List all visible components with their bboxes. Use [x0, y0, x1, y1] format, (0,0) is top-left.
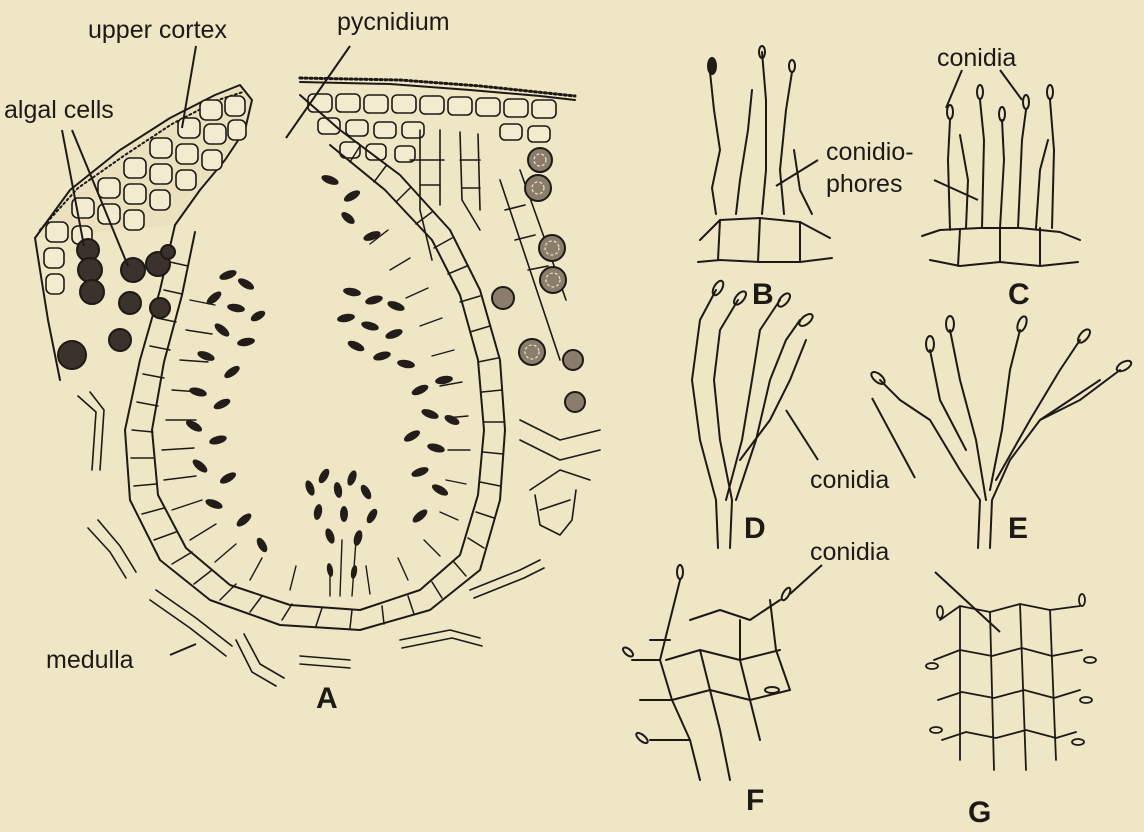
leader-conidiophores-2 — [934, 180, 978, 200]
label-upper-cortex: upper cortex — [88, 16, 227, 44]
conidia-a — [184, 173, 461, 579]
medulla-hyphae — [78, 392, 544, 686]
panel-c-drawing — [922, 85, 1080, 266]
thallus-hyphae-right — [410, 130, 600, 535]
panel-letter-b: B — [752, 278, 774, 311]
conidium-b1 — [708, 58, 716, 74]
leader-conidia-c-2 — [1000, 70, 1022, 100]
algal-cells-dark — [58, 239, 175, 369]
algal-cells-light — [492, 148, 585, 412]
panel-letter-f: F — [746, 784, 764, 817]
leader-medulla — [170, 644, 196, 655]
panel-a-drawing — [35, 78, 600, 686]
panel-letter-g: G — [968, 796, 991, 829]
label-conidiophores-1: conidio- — [826, 138, 914, 166]
panel-g-drawing — [926, 594, 1096, 770]
label-pycnidium: pycnidium — [337, 8, 450, 36]
label-conidia-fg: conidia — [810, 538, 889, 566]
panel-d-drawing — [692, 279, 815, 548]
label-algal-cells: algal cells — [4, 96, 114, 124]
leader-conidia-de-1 — [786, 410, 818, 460]
panel-e-drawing — [869, 315, 1133, 548]
label-conidia-c: conidia — [937, 44, 1016, 72]
wall-hyphae — [131, 146, 504, 628]
leader-conidia-fg-2 — [935, 572, 1000, 632]
leader-conidia-fg-1 — [790, 565, 822, 594]
panel-b-drawing — [698, 46, 832, 262]
conidium-b3 — [789, 60, 795, 72]
panel-letter-a: A — [316, 682, 338, 715]
panel-letter-c: C — [1008, 278, 1030, 311]
label-conidiophores-2: phores — [826, 170, 902, 198]
label-conidia-de: conidia — [810, 466, 889, 494]
pycnidium-wall-inner — [152, 145, 484, 610]
label-medulla: medulla — [46, 646, 134, 674]
panel-f-drawing — [621, 565, 792, 780]
panel-letter-e: E — [1008, 512, 1028, 545]
panel-letter-d: D — [744, 512, 766, 545]
leader-conidia-c-1 — [946, 70, 962, 108]
